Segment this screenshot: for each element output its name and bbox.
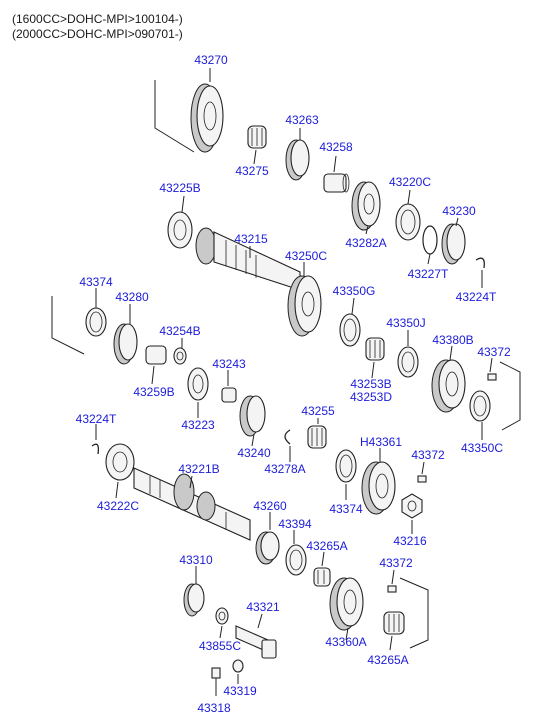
part-label-43372-mid[interactable]: 43372 (411, 448, 445, 462)
part-label-43227T[interactable]: 43227T (407, 267, 449, 281)
ring-43374-mid-drawing (335, 449, 357, 500)
part-label-43221B[interactable]: 43221B (178, 462, 220, 476)
part-label-43253B[interactable]: 43253B (350, 377, 392, 391)
bearing-43275-drawing (247, 125, 267, 165)
bearing-43225B-drawing (167, 195, 193, 249)
bearing-43223-drawing (187, 367, 209, 418)
part-label-H43361[interactable]: H43361 (359, 435, 403, 449)
part-label-43280[interactable]: 43280 (115, 290, 149, 304)
part-label-43282A[interactable]: 43282A (345, 236, 387, 250)
part-label-43350J[interactable]: 43350J (386, 316, 426, 330)
part-label-43310[interactable]: 43310 (179, 553, 213, 567)
bearing-43253B-drawing (365, 337, 385, 379)
clip-43278A-drawing (284, 429, 291, 462)
part-label-43394[interactable]: 43394 (278, 517, 312, 531)
part-label-43254B[interactable]: 43254B (159, 324, 201, 338)
part-label-43243[interactable]: 43243 (212, 357, 246, 371)
snap-ring-43227T-drawing (422, 225, 438, 265)
collar-43259B-drawing (145, 345, 167, 385)
key-43372-low-drawing (387, 569, 429, 649)
part-label-43350G[interactable]: 43350G (332, 284, 376, 298)
bearing-43265A-mid-drawing (313, 551, 331, 587)
part-label-43230[interactable]: 43230 (442, 204, 476, 218)
gear-43263-drawing (285, 128, 310, 181)
clip-43224T-left-drawing (91, 424, 100, 455)
model-header-1600cc: (1600CC>DOHC-MPI>100104-) (12, 12, 183, 26)
ring-43350C-drawing (469, 390, 491, 440)
part-label-43265A-low[interactable]: 43265A (367, 653, 409, 667)
washer-43254B-drawing (173, 338, 187, 365)
part-label-43223[interactable]: 43223 (181, 418, 215, 432)
part-label-43222C[interactable]: 43222C (96, 499, 140, 513)
part-label-43372-right[interactable]: 43372 (477, 345, 511, 359)
shaft-43215-drawing (195, 227, 301, 291)
gear-43230-drawing (441, 217, 466, 265)
part-label-43258[interactable]: 43258 (319, 140, 353, 154)
part-label-43372-low[interactable]: 43372 (379, 556, 413, 570)
model-header-2000cc: (2000CC>DOHC-MPI>090701-) (12, 27, 183, 41)
part-label-43374-top[interactable]: 43374 (79, 275, 113, 289)
gear-43240-drawing (239, 395, 266, 447)
ring-43394-drawing (285, 530, 307, 576)
washer-43855C-drawing (215, 607, 229, 639)
bearing-43265A-low-drawing (383, 611, 405, 651)
part-label-43255[interactable]: 43255 (301, 404, 335, 418)
key-43372-right-drawing (487, 357, 521, 431)
part-label-43224T-left[interactable]: 43224T (75, 412, 117, 426)
washer-43319-drawing (232, 659, 244, 684)
part-label-43224T-top[interactable]: 43224T (455, 290, 497, 304)
part-label-43250C[interactable]: 43250C (284, 249, 328, 263)
ring-43350J-drawing (397, 330, 419, 378)
part-label-43278A[interactable]: 43278A (264, 462, 306, 476)
part-label-43374-mid[interactable]: 43374 (329, 502, 363, 516)
shaft-43221B-drawing (133, 467, 251, 541)
gear-43250C-drawing (287, 262, 322, 337)
hub-H43361-drawing (361, 448, 396, 515)
part-label-43319[interactable]: 43319 (223, 684, 257, 698)
collar-43243-drawing (221, 370, 237, 403)
part-label-43321[interactable]: 43321 (246, 600, 280, 614)
shaft-43321-drawing (235, 613, 277, 659)
ring-43350G-drawing (339, 297, 361, 347)
bearing-43255-drawing (307, 418, 327, 449)
part-label-43215[interactable]: 43215 (234, 232, 268, 246)
part-label-43220C[interactable]: 43220C (388, 175, 432, 189)
gear-43270-drawing (154, 68, 224, 153)
gear-43260-drawing (255, 512, 280, 565)
part-label-43263[interactable]: 43263 (285, 113, 319, 127)
key-43372-mid-drawing (417, 461, 427, 483)
ring-43374-top-drawing (51, 288, 107, 355)
bearing-43222C-drawing (105, 443, 135, 499)
part-label-43350C[interactable]: 43350C (460, 441, 504, 455)
part-label-43240[interactable]: 43240 (237, 446, 271, 460)
nut-43216-drawing (401, 493, 423, 534)
part-label-43253D[interactable]: 43253D (349, 390, 393, 404)
ring-43220C-drawing (395, 189, 421, 241)
part-label-43260[interactable]: 43260 (253, 499, 287, 513)
clip-43224T-top-drawing (475, 257, 485, 288)
sleeve-43380B-drawing (431, 345, 466, 413)
part-label-43380B[interactable]: 43380B (432, 333, 474, 347)
part-label-43275[interactable]: 43275 (235, 164, 269, 178)
part-label-43265A-mid[interactable]: 43265A (306, 539, 348, 553)
part-label-43225B[interactable]: 43225B (159, 181, 201, 195)
collar-43258-drawing (323, 155, 350, 193)
gear-43280-drawing (113, 304, 138, 365)
part-label-43318[interactable]: 43318 (197, 701, 231, 715)
gear-43282A-drawing (351, 181, 381, 235)
part-label-43270[interactable]: 43270 (194, 53, 228, 67)
part-label-43259B[interactable]: 43259B (133, 385, 175, 399)
bolt-43318-drawing (211, 667, 221, 696)
part-label-43360A[interactable]: 43360A (325, 635, 367, 649)
gear-43310-drawing (183, 566, 205, 617)
hub-43360A-drawing (329, 577, 364, 641)
part-label-43216[interactable]: 43216 (393, 534, 427, 548)
part-label-43855C[interactable]: 43855C (198, 639, 242, 653)
